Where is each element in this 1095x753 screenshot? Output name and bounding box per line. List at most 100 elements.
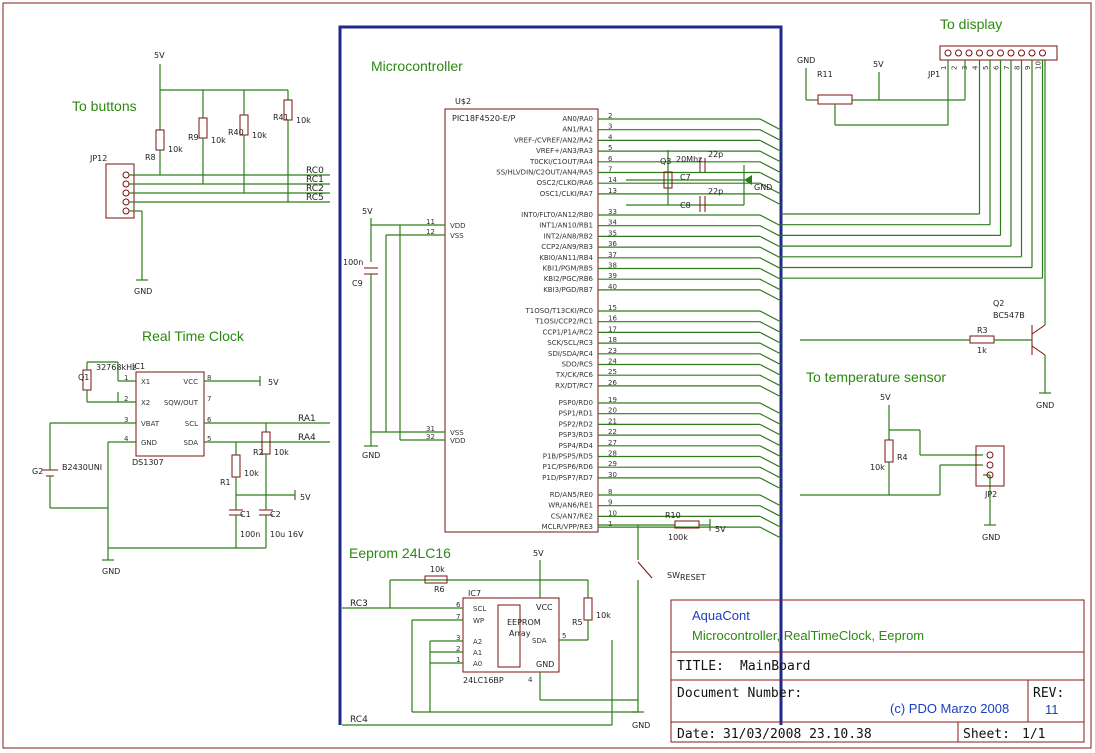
eeprom-pin-num: 1 (456, 656, 460, 664)
mcu-pin-name: KBI2/PGC/RB6 (544, 275, 594, 283)
gnd-label-reset: GND (632, 721, 650, 730)
mcu-pin-num: 30 (608, 471, 617, 479)
mcu-pin-name: PSP2/RD2 (559, 420, 593, 428)
r9-val: 10k (211, 136, 226, 145)
eeprom-pin-num: 3 (456, 634, 460, 642)
mcu-pin-num: 18 (608, 336, 617, 344)
mcu-pin-num: 39 (608, 272, 617, 280)
mcu-pin-name: SDO/RC5 (561, 361, 593, 369)
r6-ref: R6 (434, 585, 445, 594)
r40-val: 10k (252, 131, 267, 140)
c1-ref: C1 (240, 510, 251, 519)
mcu-pin-bus-entry (759, 246, 782, 259)
mcu-pin-name: PSP4/RD4 (559, 442, 594, 450)
mcu-pin-bus-entry (759, 129, 782, 142)
jp1-pin-num: 10 (1035, 61, 1043, 70)
rtc-pin-num: 8 (207, 374, 211, 382)
eeprom-pin-num: 7 (456, 613, 460, 621)
r8-val: 10k (168, 145, 183, 154)
eeprom-pin-num: 5 (562, 632, 566, 640)
heading-buttons: To buttons (72, 98, 137, 114)
jp1-pin-num: 6 (993, 65, 1001, 70)
r41-ref: R41 (273, 113, 289, 122)
mcu-left-pin-name: VDD (450, 437, 466, 445)
eeprom-pin-name: SDA (532, 637, 547, 645)
mcu-pin-num: 23 (608, 347, 617, 355)
gnd-label-mcu: GND (362, 451, 380, 460)
mcu-pin-num: 36 (608, 240, 617, 248)
mcu-pin-name: OSC1/CLKI/RA7 (540, 190, 593, 198)
mcu-pin-bus-entry (759, 413, 782, 426)
vcc-label-buttons: 5V (154, 51, 165, 60)
tb-rev-value: 11 (1045, 702, 1059, 717)
q2-val: BC547B (993, 311, 1025, 320)
mcu-pin-bus-entry (759, 193, 782, 206)
c7-val: 22p (708, 150, 723, 159)
mcu-pin-name: OSC2/CLKO/RA6 (537, 179, 594, 187)
r9-ref: R9 (188, 133, 199, 142)
r3-ref: R3 (977, 326, 988, 335)
eeprom-pin-name: A0 (473, 660, 482, 668)
c8-val: 22p (708, 187, 723, 196)
jp1-pin (1039, 49, 1046, 57)
tb-doc-label: Document Number: (677, 686, 802, 701)
mcu-pin-num: 4 (608, 133, 613, 141)
eeprom-ref: IC7 (468, 589, 481, 598)
jp1-connector (939, 45, 1058, 61)
gnd-label-buttons: GND (134, 287, 152, 296)
net-ra1: RA1 (298, 414, 316, 424)
r3-val: 1k (977, 346, 987, 355)
r5-ref: R5 (572, 618, 583, 627)
r6-val: 10k (430, 565, 445, 574)
net-ra4: RA4 (298, 433, 316, 443)
r41-val: 10k (296, 116, 311, 125)
tb-copyright: (c) PDO Marzo 2008 (890, 701, 1009, 716)
rtc-pin-name: SQW/OUT (164, 399, 199, 407)
mcu-pin-name: TX/CK/RC6 (555, 371, 594, 379)
mcu-left-pin-name: VSS (450, 429, 464, 437)
mcu-pin-bus-entry (759, 445, 782, 458)
tb-rev-label: REV: (1033, 686, 1064, 701)
rtc-pin-name: SDA (184, 439, 199, 447)
mcu-pin-num: 8 (608, 488, 612, 496)
mcu-pin-name: PSP3/RD3 (559, 431, 593, 439)
jp2-ref: JP2 (984, 490, 997, 499)
mcu-pin-num: 1 (608, 520, 612, 528)
mcu-pin-num: 26 (608, 379, 617, 387)
r10-val: 100k (668, 533, 688, 542)
c2-val: 10u 16V (270, 530, 304, 539)
mcu-pin-bus-entry (759, 139, 782, 152)
gnd-label-rtc: GND (102, 567, 120, 576)
mcu-pin-name: CCP2/AN9/RB3 (541, 243, 593, 251)
mcu-left-pin-num: 31 (426, 425, 435, 433)
mcu-pin-num: 2 (608, 112, 612, 120)
mcu-pin-name: RD/AN5/RE0 (550, 491, 593, 499)
mcu-pin-bus-entry (759, 374, 782, 387)
mcu-left-pin-num: 11 (426, 218, 435, 226)
mcu-pin-name: VREF-/CVREF/AN2/RA2 (514, 136, 593, 144)
r2-val: 10k (274, 448, 289, 457)
q3-val: 20Mhz (676, 155, 702, 164)
eeprom-pin-name: WP (473, 617, 484, 625)
c1-val: 100n (240, 530, 260, 539)
rtc-pin-num: 4 (124, 435, 129, 443)
rtc-pin-name: X1 (141, 378, 150, 386)
mcu-pin-num: 5 (608, 144, 612, 152)
gnd-label-temp: GND (982, 533, 1000, 542)
net-rc0: RC0 (306, 166, 324, 176)
mcu-pin-num: 33 (608, 208, 617, 216)
eeprom-pin-name: A2 (473, 638, 482, 646)
q1-crystal: 32768kHz (96, 363, 136, 372)
mcu-pin-num: 25 (608, 368, 617, 376)
mcu-pin-name: P1B/PSP5/RD5 (543, 453, 593, 461)
tb-project: AquaCont (692, 608, 750, 623)
eeprom-pin-name: SCL (473, 605, 486, 613)
rtc-pin-num: 6 (207, 416, 212, 424)
mcu-pin-name: CS/AN7/RE2 (551, 512, 593, 520)
mcu-pin-num: 17 (608, 325, 617, 333)
mcu-pin-name: P1D/PSP7/RD7 (542, 474, 593, 482)
mcu-pin-num: 6 (608, 155, 613, 163)
mcu-pin-name: KBI3/PGD/RB7 (543, 286, 593, 294)
mcu-pin-bus-entry (759, 353, 782, 366)
